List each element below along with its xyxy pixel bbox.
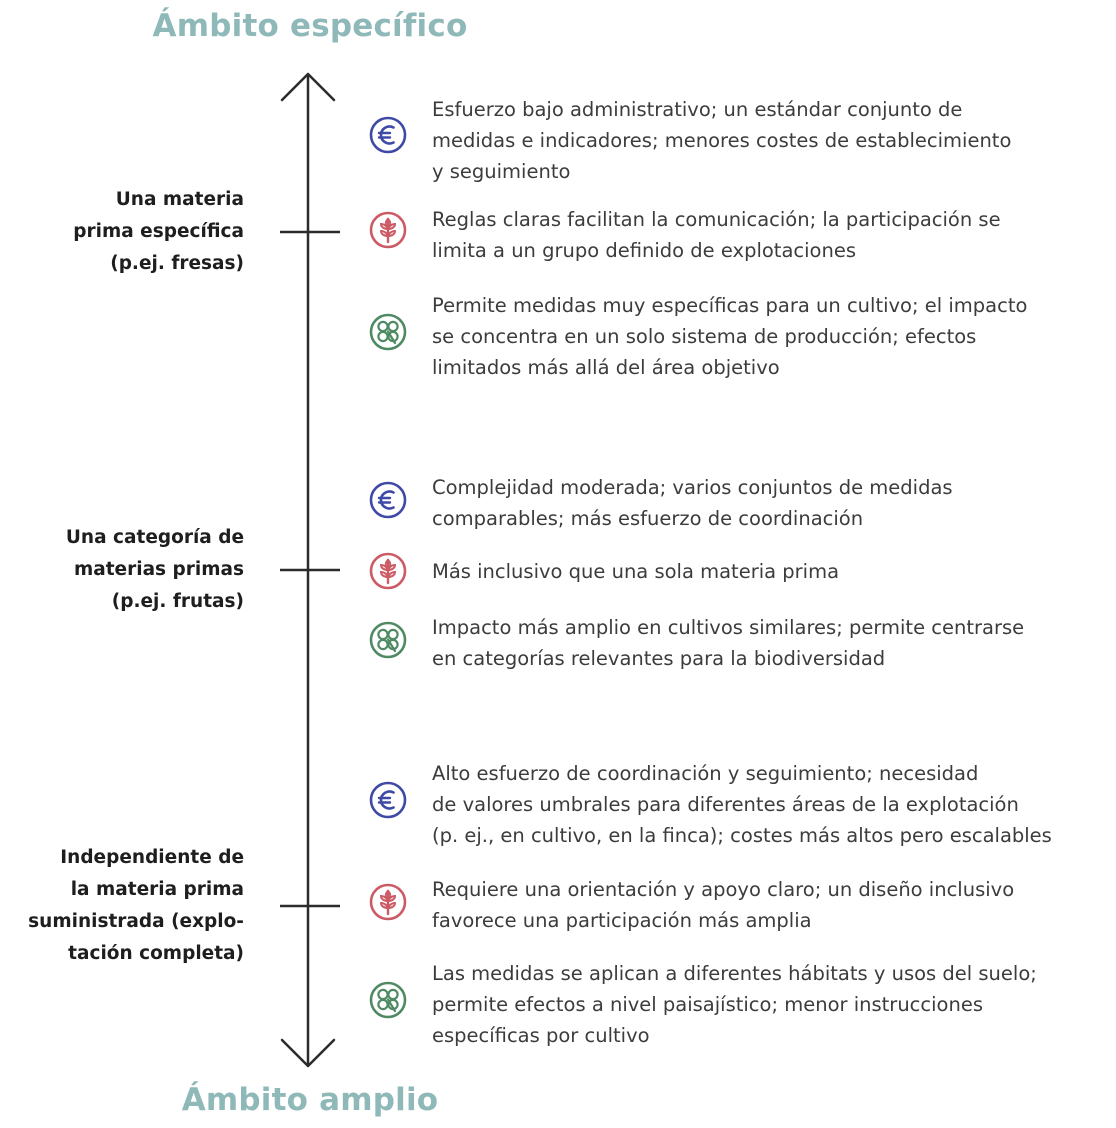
level-label-specific: Una materia prima específica (p.ej. fres…: [73, 189, 244, 274]
euro-icon: [369, 116, 407, 154]
axis-arrow-up: [280, 72, 336, 102]
item-text: Permite medidas muy específicas para un …: [432, 294, 1028, 379]
item-text: Complejidad moderada; varios conjuntos d…: [432, 476, 953, 530]
item-text: Las medidas se aplican a diferentes hábi…: [432, 962, 1037, 1047]
title-specific-scope: Ámbito específico: [152, 8, 468, 44]
grain-icon: [369, 552, 407, 590]
item-text: Más inclusivo que una sola materia prima: [432, 560, 840, 583]
title-broad-scope: Ámbito amplio: [181, 1082, 439, 1118]
item-text: Esfuerzo bajo administrativo; un estánda…: [432, 98, 1012, 183]
euro-icon: [369, 481, 407, 519]
item-text: Requiere una orientación y apoyo claro; …: [432, 878, 1015, 932]
clover-icon: [369, 621, 407, 659]
item-text: Alto esfuerzo de coordinación y seguimie…: [432, 762, 1052, 847]
item-text: Reglas claras facilitan la comunicación;…: [432, 208, 1001, 262]
item-text: Impacto más amplio en cultivos similares…: [432, 616, 1025, 670]
level-label-category: Una categoría de materias primas (p.ej. …: [65, 527, 244, 612]
axis-arrow-down: [280, 1038, 336, 1068]
grain-icon: [369, 211, 407, 249]
level-label-whole-farm: Independiente de la materia prima sumini…: [28, 847, 244, 964]
grain-icon: [369, 883, 407, 921]
clover-icon: [369, 313, 407, 351]
euro-icon: [369, 781, 407, 819]
clover-icon: [369, 981, 407, 1019]
scope-axis: [280, 72, 340, 1068]
